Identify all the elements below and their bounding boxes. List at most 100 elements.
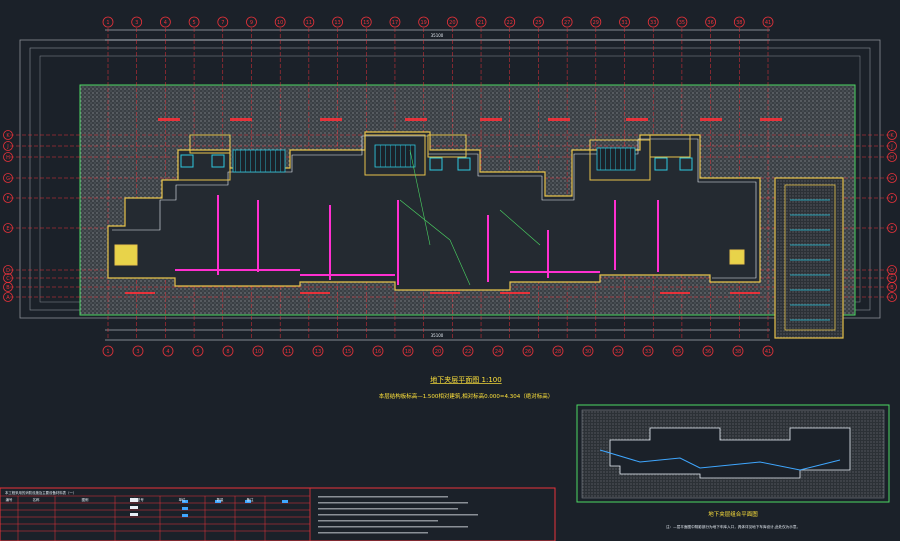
axis-bubble-label: 38 bbox=[735, 349, 741, 355]
axis-bubble-label: 13 bbox=[334, 20, 340, 26]
axis-bubble-label: 3 bbox=[135, 20, 138, 26]
row-bubble bbox=[887, 152, 897, 162]
axis-bubble-label: 31 bbox=[621, 20, 627, 26]
row-bubble-label: H bbox=[890, 155, 894, 161]
axis-bubble-label: 20 bbox=[435, 349, 441, 355]
row-bubble bbox=[3, 173, 13, 183]
axis-bubble bbox=[389, 16, 401, 28]
garage-ramp bbox=[774, 177, 844, 339]
plan-elevation-note: 本层结构板标高—1.500相对建筑,相对标高0.000=4.304（绝对标高） bbox=[379, 392, 554, 400]
legend-header-cell: 名称 bbox=[33, 497, 40, 502]
bottom-total-dimension: 35100 bbox=[431, 333, 444, 338]
axis-bubble bbox=[342, 345, 354, 357]
row-bubble-label: H bbox=[6, 155, 10, 161]
axis-bubble bbox=[619, 16, 630, 28]
axis-bubble-label: 16 bbox=[375, 349, 381, 355]
axis-bubble bbox=[647, 16, 659, 28]
row-bubble bbox=[3, 265, 13, 275]
axis-bubble-label: 36 bbox=[705, 349, 711, 355]
axis-bubble bbox=[252, 345, 264, 357]
axis-bubble-label: 27 bbox=[564, 20, 570, 26]
row-bubble-label: E bbox=[890, 226, 893, 232]
row-bubble-label: E bbox=[6, 226, 9, 232]
axis-bubble-label: 25 bbox=[535, 20, 541, 26]
legend-table-headers: 编号名称图例规格型号单位数量备注 bbox=[6, 497, 254, 502]
axis-bubble bbox=[332, 16, 343, 28]
building-plan bbox=[107, 118, 782, 294]
axis-bubble-label: 4 bbox=[164, 20, 167, 26]
plan-title: 地下夹层平面图 1:100 bbox=[430, 375, 501, 384]
axis-bubble bbox=[762, 345, 774, 357]
axis-bubble bbox=[192, 345, 204, 357]
axis-bubble-label: 21 bbox=[478, 20, 484, 26]
axis-bubble bbox=[533, 16, 544, 28]
axis-bubble-label: 15 bbox=[345, 349, 351, 355]
axis-bubble-label: 22 bbox=[465, 349, 471, 355]
key-plan bbox=[576, 404, 890, 503]
row-bubble bbox=[887, 292, 897, 302]
row-bubble bbox=[887, 141, 897, 151]
row-bubble-label: C bbox=[890, 276, 894, 282]
axis-bubble bbox=[552, 345, 564, 357]
axis-bubble bbox=[522, 345, 534, 357]
axis-bubble bbox=[762, 16, 774, 28]
axis-bubble-label: 41 bbox=[765, 20, 771, 26]
axis-bubble bbox=[642, 345, 654, 357]
axis-bubble-label: 36 bbox=[707, 20, 713, 26]
axis-bubble bbox=[131, 16, 143, 28]
axis-bubble-label: 4 bbox=[166, 349, 169, 355]
axis-bubble-label: 5 bbox=[192, 20, 195, 26]
axis-bubble-label: 22 bbox=[507, 20, 513, 26]
axis-bubble bbox=[282, 345, 294, 357]
axis-bubble-label: 7 bbox=[221, 20, 224, 26]
axis-bubble bbox=[446, 16, 458, 28]
axis-bubble-label: 11 bbox=[285, 349, 291, 355]
axis-bubble-label: 35 bbox=[675, 349, 681, 355]
axis-bubble bbox=[582, 345, 594, 357]
axis-bubble-label: 38 bbox=[736, 20, 742, 26]
row-bubble bbox=[3, 130, 13, 140]
axis-bubble bbox=[217, 16, 229, 28]
row-bubble bbox=[3, 141, 13, 151]
axis-bubble bbox=[132, 345, 144, 357]
row-bubble bbox=[3, 282, 13, 292]
axis-bubble bbox=[102, 345, 114, 357]
axis-bubble bbox=[274, 16, 286, 28]
legend-header-cell: 备注 bbox=[247, 497, 254, 502]
axis-bubble-label: 10 bbox=[277, 20, 283, 26]
axis-bubble-label: 9 bbox=[250, 20, 253, 26]
axis-bubble bbox=[672, 345, 684, 357]
axis-bubble bbox=[676, 16, 688, 28]
legend-table bbox=[0, 487, 556, 541]
row-bubble-label: F bbox=[7, 196, 10, 202]
axis-bubble bbox=[612, 345, 624, 357]
axis-bubble bbox=[246, 16, 257, 28]
legend-table-title: 本工程采用的消防设施及主要设备材料表（一） bbox=[5, 490, 76, 495]
axis-bubble bbox=[733, 16, 745, 28]
row-bubble-label: K bbox=[890, 133, 894, 139]
row-bubble-label: D bbox=[890, 268, 894, 274]
row-bubble bbox=[3, 292, 13, 302]
axis-bubble bbox=[312, 345, 324, 357]
axis-bubble-label: 10 bbox=[255, 349, 261, 355]
row-bubble bbox=[887, 173, 897, 183]
axis-bubble bbox=[590, 16, 602, 28]
axis-bubble-label: 17 bbox=[392, 20, 398, 26]
legend-header-cell: 编号 bbox=[6, 497, 13, 502]
axis-bubble-label: 26 bbox=[525, 349, 531, 355]
row-bubble-label: C bbox=[6, 276, 10, 282]
axis-bubble bbox=[705, 16, 717, 28]
axis-bubble-label: 13 bbox=[315, 349, 321, 355]
row-bubble bbox=[887, 223, 897, 233]
legend-header-cell: 单位 bbox=[179, 497, 186, 502]
axis-bubble bbox=[402, 345, 414, 357]
axis-bubble bbox=[360, 16, 372, 28]
axis-bubble-label: 20 bbox=[449, 20, 455, 26]
axis-bubble-label: 1 bbox=[106, 349, 109, 355]
axis-bubble bbox=[159, 16, 171, 28]
axis-bubble-label: 35 bbox=[679, 20, 685, 26]
top-total-dimension: 35100 bbox=[431, 33, 444, 38]
row-bubble-label: J bbox=[890, 144, 892, 150]
row-bubble-label: D bbox=[6, 268, 10, 274]
row-bubble-label: A bbox=[890, 295, 894, 301]
